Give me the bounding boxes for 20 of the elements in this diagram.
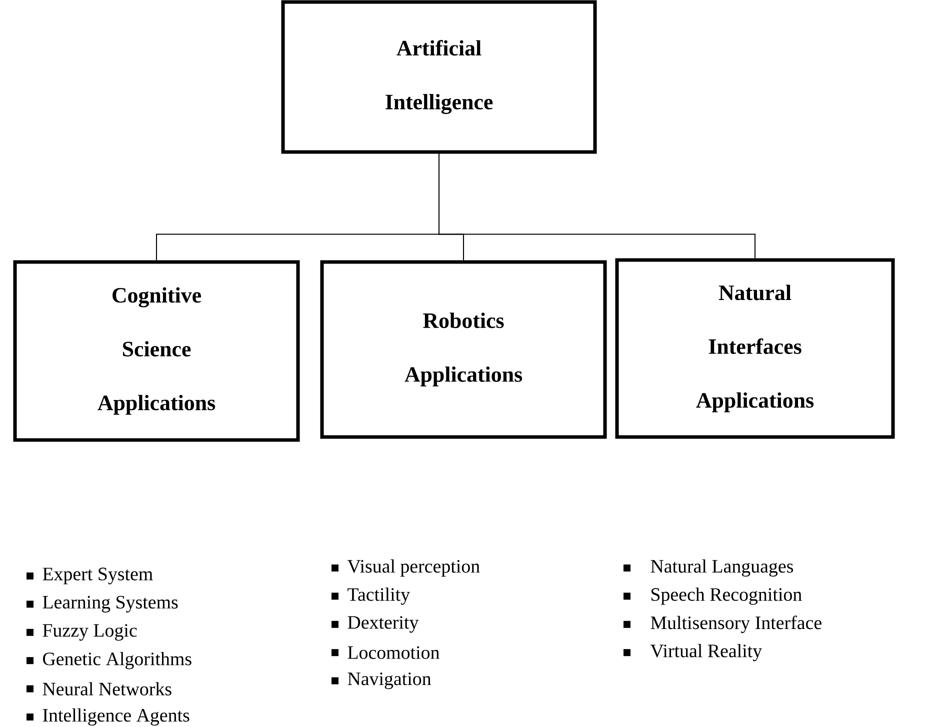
category-box: Artificial Intelligence [281, 0, 597, 154]
category-box: Cognitive Science Applications [13, 260, 300, 442]
list-item: Intelligence Agents [26, 708, 190, 726]
list-item: Fuzzy Logic [26, 624, 137, 641]
list-item: Expert System [26, 568, 153, 584]
list-item: Speech Recognition [624, 588, 802, 605]
list-item: Genetic Algorithms [26, 652, 192, 670]
list-item: Visual perception [332, 559, 480, 577]
list-item: Locomotion [332, 646, 440, 659]
category-box: Robotics Applications [320, 260, 607, 439]
category-box: Natural Interfaces Applications [615, 258, 895, 439]
list-item: Virtual Reality [624, 644, 762, 662]
list-item: Neural Networks [26, 682, 172, 696]
connector-line [438, 153, 756, 259]
list-item: Natural Languages [624, 559, 794, 577]
list-item: Navigation [332, 672, 432, 690]
list-item: Multisensory Interface [624, 616, 822, 634]
list-item: Learning Systems [26, 596, 178, 612]
list-item: Dexterity [332, 616, 419, 633]
list-item: Tactility [332, 588, 410, 605]
